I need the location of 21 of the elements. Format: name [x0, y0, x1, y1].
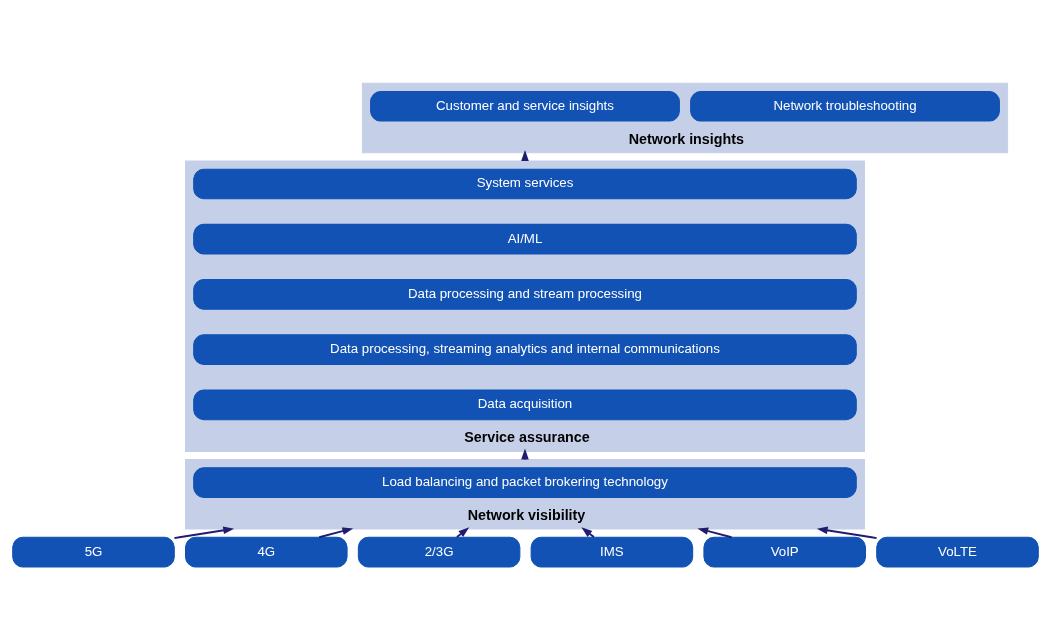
node-box: Load balancing and packet brokering technology [193, 467, 857, 498]
arrow [521, 448, 529, 461]
node-box: IMS [530, 536, 694, 568]
arrow [816, 526, 878, 539]
node-box: VoIP [703, 536, 866, 568]
node-box: Data processing, streaming analytics and internal communications [193, 334, 857, 365]
node-box: Network troubleshooting [690, 90, 1000, 122]
node-box: Customer and service insights [370, 90, 680, 122]
node-box: 5G [12, 536, 175, 568]
arrow [455, 527, 470, 538]
arrow [173, 526, 235, 539]
node-box: Data processing and stream processing [193, 279, 857, 310]
node-box: 4G [185, 536, 348, 568]
arrow [581, 527, 595, 538]
node-box: VoLTE [876, 536, 1039, 568]
node-box: AI/ML [193, 223, 857, 255]
node-box: System services [193, 168, 857, 200]
arrow [318, 527, 354, 539]
node-box: 2/3G [357, 536, 521, 568]
node-box: Data acquisition [193, 389, 857, 421]
arrow [697, 527, 733, 539]
